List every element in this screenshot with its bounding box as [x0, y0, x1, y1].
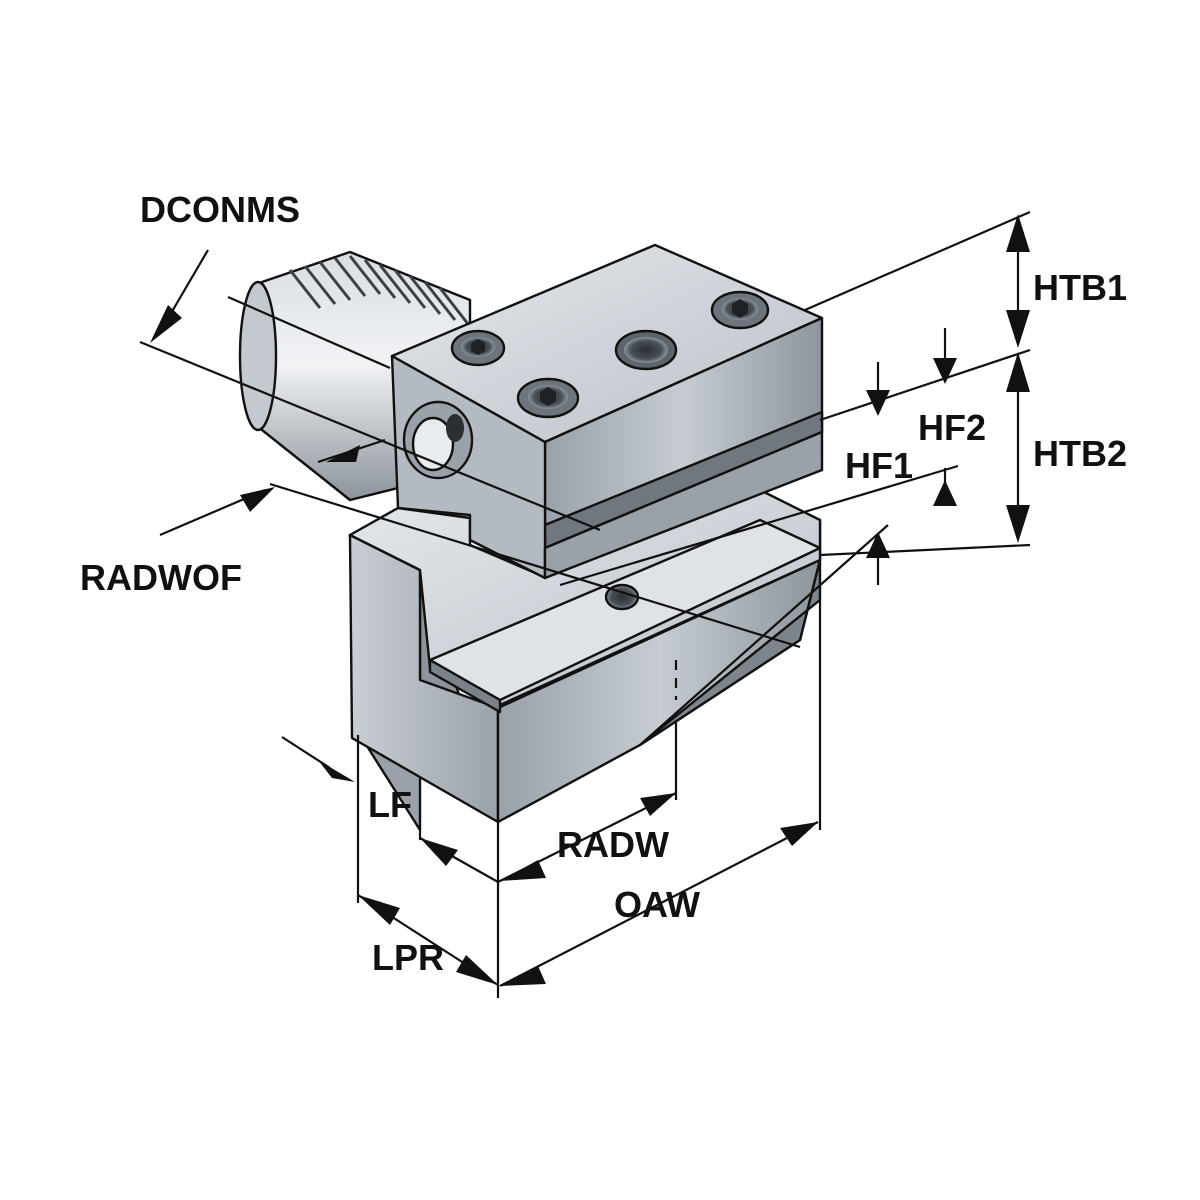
hf2-dimension: [559, 328, 959, 587]
clamp-screw-3: [710, 290, 770, 330]
htb-dimension: [804, 210, 1031, 557]
side-coolant-screw: [402, 400, 474, 480]
label-htb1: HTB1: [1033, 267, 1127, 308]
label-radw: RADW: [557, 824, 669, 865]
radwof-dimension: [159, 482, 801, 649]
dimension-lines: [139, 210, 1031, 998]
label-dconms: DCONMS: [140, 189, 300, 230]
clamp-screw-1: [450, 329, 506, 367]
label-radwof: RADWOF: [80, 557, 242, 598]
label-hf1: HF1: [845, 445, 913, 486]
label-lpr: LPR: [372, 937, 444, 978]
coolant-port: [614, 329, 678, 371]
radw-dimension: [418, 660, 678, 883]
label-htb2: HTB2: [1033, 433, 1127, 474]
label-oaw: OAW: [614, 884, 700, 925]
shank-serrations: [288, 255, 470, 325]
oaw-dimension: [496, 600, 822, 998]
dimension-labels: DCONMS HTB1 HTB2 HF2 HF1 RADWOF LF RADW …: [80, 189, 1127, 978]
hf1-dimension: [639, 362, 890, 746]
clamp-screw-2: [516, 377, 580, 419]
lpr-dimension: [357, 894, 499, 986]
tool-holder-body: B2 40 25 44: [238, 243, 824, 832]
lf-dimension: [281, 735, 360, 903]
dconms-dimension: [139, 249, 601, 532]
label-hf2: HF2: [918, 407, 986, 448]
label-lf: LF: [368, 784, 412, 825]
